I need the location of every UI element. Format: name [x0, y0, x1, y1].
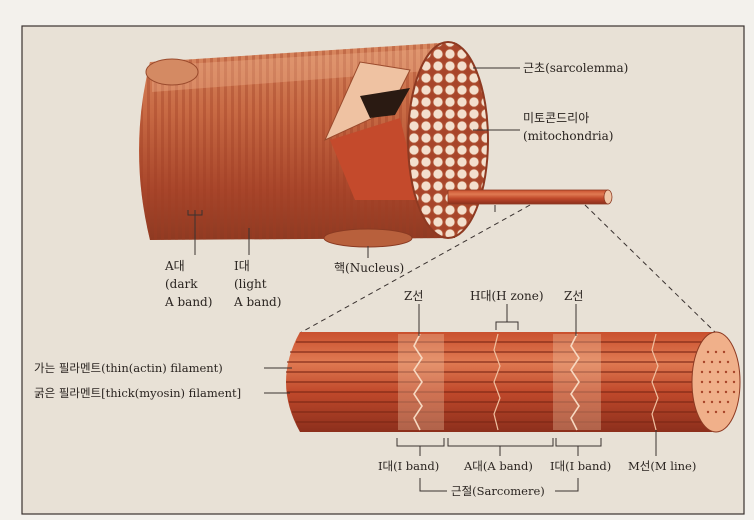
a-band-label: A대(A band): [463, 459, 533, 473]
sarcolemma-label: 근초(sarcolemma): [523, 61, 628, 75]
h-zone-label: H대(H zone): [470, 289, 544, 303]
i-band-right-label: I대(I band): [550, 459, 611, 473]
thick-filament-label: 굵은 필라멘트[thick(myosin) filament]: [34, 386, 241, 400]
m-line-label: M선(M line): [628, 459, 696, 473]
z-line-right-label: Z선: [564, 289, 583, 303]
i-band-top-label: I대: [234, 259, 250, 273]
a-band-top-label: A대: [164, 259, 185, 273]
nucleus-label: 핵(Nucleus): [334, 261, 404, 275]
thin-filament-label: 가는 필라멘트(thin(actin) filament): [34, 361, 223, 375]
i-band-top-label-3: A band): [233, 295, 281, 309]
mitochondria-label-ko: 미토콘드리아: [523, 111, 589, 125]
sarcomere-label: 근절(Sarcomere): [451, 484, 545, 498]
i-band-top-label-2: (light: [234, 277, 267, 291]
nucleus-bump-top: [146, 59, 198, 85]
mitochondria-label-en: (mitochondria): [523, 129, 613, 143]
a-band-top-label-3: A band): [164, 295, 212, 309]
myofibril-end: [692, 332, 740, 432]
single-myofibril: [448, 190, 608, 204]
i-band-left-label: I대(I band): [378, 459, 439, 473]
nucleus-bump-bottom: [324, 229, 412, 247]
fiber-cross-section: [408, 42, 488, 238]
z-line-left-label: Z선: [404, 289, 423, 303]
a-band-top-label-2: (dark: [165, 277, 198, 291]
myofibril-magnified: [286, 332, 740, 432]
